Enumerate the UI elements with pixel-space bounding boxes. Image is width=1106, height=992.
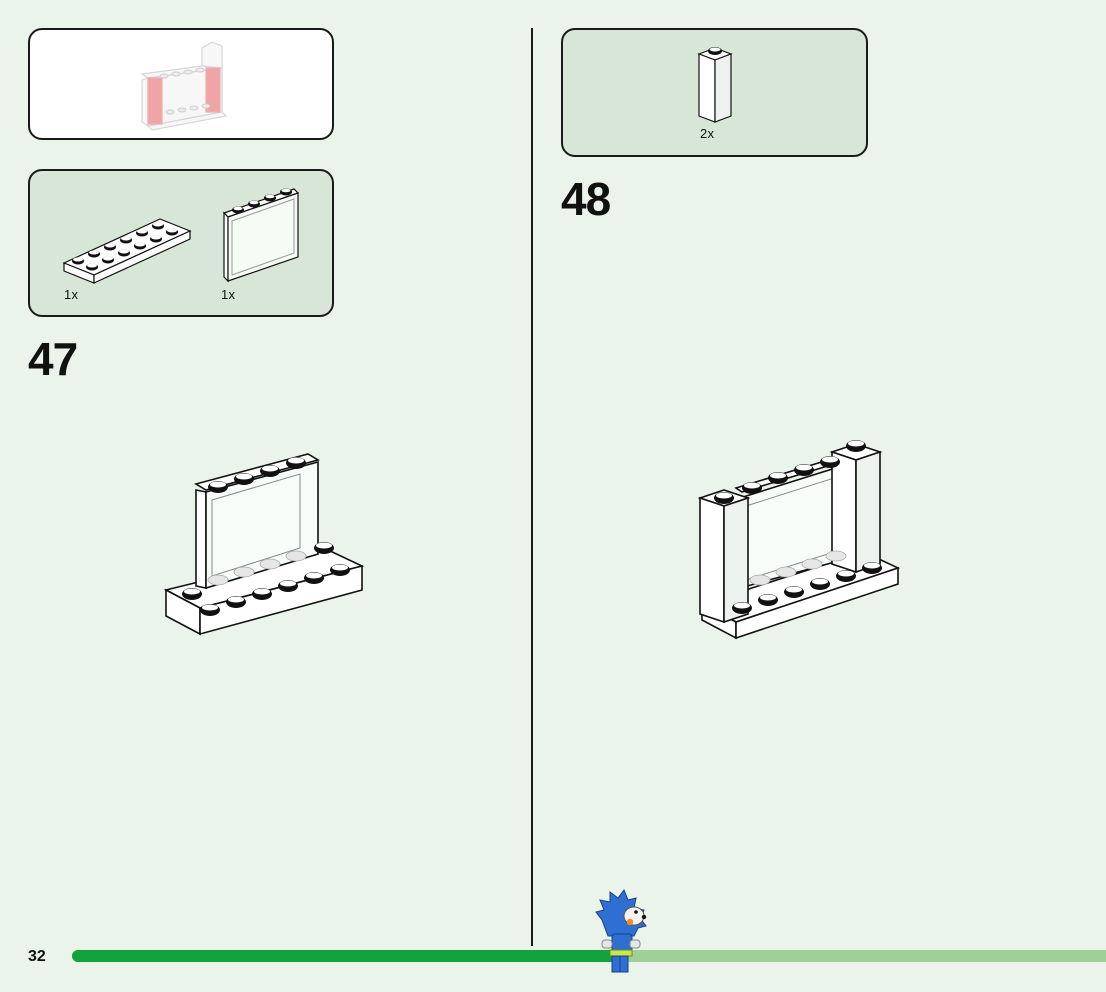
part-quantity: 1x — [221, 287, 236, 302]
white-1x1x3-brick-icon — [697, 47, 733, 123]
ghost-model-overview-icon — [140, 41, 228, 131]
blue-hedgehog-minifigure-icon — [595, 888, 647, 973]
progress-bar-fill — [72, 950, 620, 962]
column-divider — [531, 28, 533, 946]
parts-callout-48: 2x — [561, 28, 868, 157]
part-quantity: 1x — [64, 287, 79, 302]
overview-callout — [28, 28, 334, 140]
parts-callout-47: 1x 1x — [28, 169, 334, 317]
step-number: 47 — [28, 333, 78, 385]
white-2x6-plate-icon — [62, 218, 192, 284]
step-47-assembly-icon — [163, 453, 365, 636]
window-panel-icon — [222, 188, 300, 283]
part-quantity: 2x — [700, 126, 715, 141]
step-48-assembly-icon — [697, 440, 901, 640]
step-number: 48 — [561, 173, 611, 225]
page-number: 32 — [28, 948, 46, 965]
